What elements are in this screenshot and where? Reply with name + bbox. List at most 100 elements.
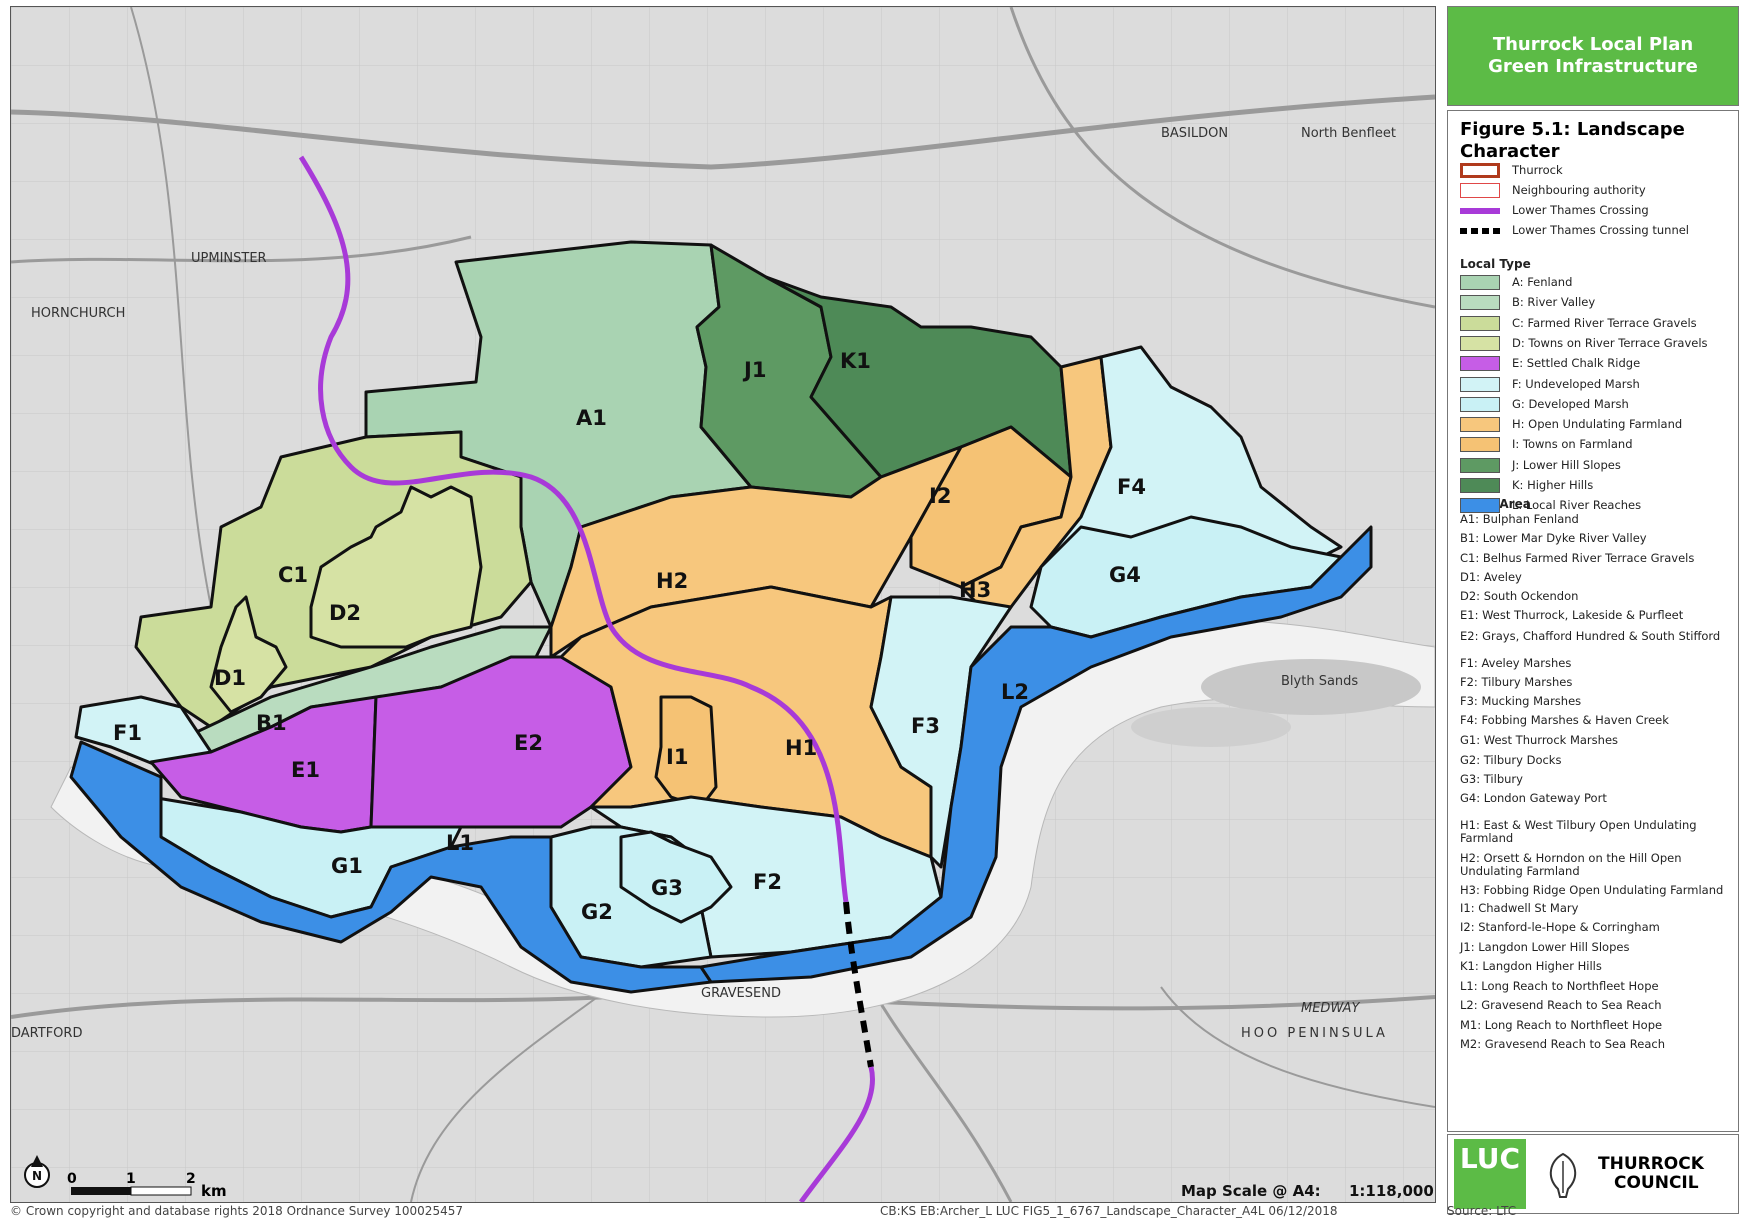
local-type-label: J: Lower Hill Slopes	[1512, 457, 1621, 472]
label-e2: E2	[514, 731, 543, 755]
north-label: N	[32, 1169, 42, 1183]
label-g3: G3	[651, 876, 683, 900]
mudflat	[1131, 707, 1291, 747]
legend-item-local-type: G: Developed Marsh	[1460, 396, 1629, 412]
place-hornchurch: HORNCHURCH	[31, 306, 125, 321]
legend-item-local-type: B: River Valley	[1460, 295, 1596, 311]
scale-tick-0: 0	[67, 1171, 77, 1187]
legend-item-thurrock: Thurrock	[1460, 163, 1563, 178]
local-area-item: H2: Orsett & Horndon on the Hill Open Un…	[1460, 851, 1682, 878]
local-area-item: A1: Bulphan Fenland	[1460, 512, 1579, 526]
local-type-label: K: Higher Hills	[1512, 478, 1594, 492]
label-h3: H3	[959, 578, 991, 602]
local-type-swatch	[1460, 437, 1500, 453]
local-area-item: F1: Aveley Marshes	[1460, 656, 1572, 670]
header-box: Thurrock Local Plan Green Infrastructure	[1447, 6, 1739, 106]
label-f3: F3	[911, 714, 940, 738]
map-scale-value: 1:118,000	[1349, 1182, 1434, 1200]
local-type-swatch	[1460, 396, 1500, 412]
local-area-item: H1: East & West Tilbury Open Undulating …	[1460, 818, 1697, 845]
label-f1: F1	[113, 721, 142, 745]
blyth-sands	[1201, 659, 1421, 715]
label-i1: I1	[666, 745, 688, 769]
area-l2[interactable]	[699, 525, 1373, 984]
place-hoo-peninsula: HOO PENINSULA	[1241, 1026, 1388, 1041]
legend-item-local-type: D: Towns on River Terrace Gravels	[1460, 335, 1708, 351]
label-d1: D1	[214, 666, 246, 690]
figure-title: Figure 5.1: Landscape Character	[1460, 119, 1685, 162]
label-l2: L2	[1001, 680, 1029, 704]
legend-item-ltc-tunnel: Lower Thames Crossing tunnel	[1460, 223, 1720, 237]
local-type-label: B: River Valley	[1512, 295, 1596, 310]
scale-unit: km	[201, 1182, 227, 1200]
legend-label: Lower Thames Crossing	[1512, 203, 1649, 217]
council-line-1: THURROCK	[1598, 1154, 1704, 1174]
label-f4: F4	[1117, 475, 1146, 499]
council-line-2: COUNCIL	[1614, 1173, 1699, 1193]
local-type-swatch	[1460, 275, 1500, 290]
label-k1: K1	[840, 349, 871, 373]
local-area-item: G4: London Gateway Port	[1460, 791, 1607, 805]
local-type-swatch	[1460, 498, 1500, 514]
local-area-item: M1: Long Reach to Northfleet Hope	[1460, 1018, 1663, 1032]
label-f2: F2	[753, 870, 782, 894]
label-c1: C1	[278, 563, 308, 587]
lower-thames-crossing-south[interactable]	[798, 1066, 875, 1202]
label-g1: G1	[331, 854, 363, 878]
ltc-swatch	[1460, 208, 1500, 214]
local-area-item: D2: South Ockendon	[1460, 589, 1579, 603]
scale-tick-1: 1	[126, 1171, 136, 1187]
legend-item-local-type: K: Higher Hills	[1460, 478, 1593, 493]
local-area-item: H3: Fobbing Ridge Open Undulating Farmla…	[1460, 883, 1724, 897]
header-line-2: Green Infrastructure	[1488, 56, 1698, 77]
local-area-item: C1: Belhus Farmed River Terrace Gravels	[1460, 551, 1695, 565]
local-type-label: D: Towns on River Terrace Gravels	[1512, 335, 1708, 350]
lower-thames-crossing-route[interactable]	[298, 155, 849, 903]
map-scale-label: Map Scale @ A4:	[1181, 1182, 1321, 1200]
lower-thames-crossing-tunnel[interactable]	[843, 901, 874, 1068]
area-d2[interactable]	[309, 485, 483, 649]
scale-tick-2: 2	[186, 1171, 196, 1187]
area-g3[interactable]	[619, 830, 733, 924]
local-type-label: A: Fenland	[1512, 275, 1573, 289]
neighbouring-swatch	[1460, 183, 1500, 198]
local-area-item: K1: Langdon Higher Hills	[1460, 959, 1602, 973]
local-type-swatch	[1460, 376, 1500, 392]
label-l1: L1	[446, 831, 474, 855]
local-type-swatch	[1460, 295, 1500, 311]
scale-bar: 0 1 2 km	[67, 1171, 227, 1200]
area-d1[interactable]	[209, 595, 288, 714]
local-area-item: L2: Gravesend Reach to Sea Reach	[1460, 998, 1662, 1012]
local-area-item: G2: Tilbury Docks	[1460, 753, 1562, 767]
legend-item-local-type: J: Lower Hill Slopes	[1460, 457, 1621, 473]
north-arrow: N	[24, 1155, 50, 1188]
local-area-item: F4: Fobbing Marshes & Haven Creek	[1460, 713, 1669, 727]
place-basildon: BASILDON	[1161, 126, 1228, 141]
label-d2: D2	[329, 601, 361, 625]
legend: Figure 5.1: Landscape Character Thurrock…	[1447, 110, 1739, 1132]
local-area-item: E1: West Thurrock, Lakeside & Purfleet	[1460, 608, 1684, 622]
local-type-label: G: Developed Marsh	[1512, 396, 1629, 411]
local-type-label: L: Local River Reaches	[1512, 498, 1642, 513]
local-area-item: L1: Long Reach to Northfleet Hope	[1460, 979, 1659, 993]
legend-item-local-type: F: Undeveloped Marsh	[1460, 376, 1640, 392]
local-area-item: E2: Grays, Chafford Hundred & South Stif…	[1460, 629, 1721, 643]
local-area-item: D1: Aveley	[1460, 570, 1522, 584]
legend-panel: Thurrock Local Plan Green Infrastructure…	[1447, 6, 1739, 1214]
place-upminster: UPMINSTER	[191, 251, 267, 266]
copyright-text: © Crown copyright and database rights 20…	[10, 1204, 463, 1218]
legend-item-local-type: H: Open Undulating Farmland	[1460, 417, 1682, 433]
thurrock-council-text: THURROCK COUNCIL	[1598, 1155, 1704, 1193]
local-area-item: G1: West Thurrock Marshes	[1460, 733, 1619, 747]
area-f3[interactable]	[869, 595, 1013, 869]
place-medway: MEDWAY	[1301, 1001, 1361, 1016]
landscape-character-map[interactable]: BASILDON North Benfleet HORNCHURCH UPMIN…	[11, 7, 1435, 1202]
local-area-item: F3: Mucking Marshes	[1460, 694, 1582, 708]
header-line-1: Thurrock Local Plan	[1492, 34, 1694, 55]
legend-label: Lower Thames Crossing tunnel	[1512, 223, 1689, 237]
map-frame[interactable]: BASILDON North Benfleet HORNCHURCH UPMIN…	[10, 6, 1436, 1203]
area-l1[interactable]	[69, 740, 713, 994]
local-type-label: E: Settled Chalk Ridge	[1512, 356, 1641, 371]
source-text: Source: LTC	[1447, 1204, 1517, 1218]
legend-item-local-type: C: Farmed River Terrace Gravels	[1460, 315, 1697, 331]
